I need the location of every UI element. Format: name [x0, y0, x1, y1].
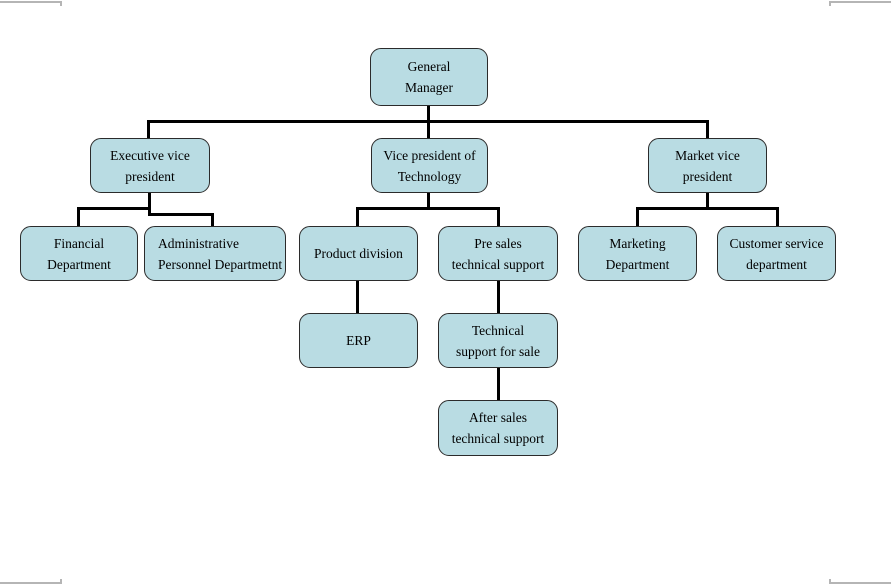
- connector-drop-mvp: [706, 120, 709, 138]
- connector-presales-techsupport: [497, 281, 500, 313]
- node-erp[interactable]: ERP: [299, 313, 418, 368]
- node-administrative-personnel-department[interactable]: Administrative Personnel Departmetnt: [144, 226, 286, 281]
- connector-drop-financial: [77, 207, 80, 226]
- connector-vpt-down: [427, 193, 430, 210]
- cropmark-top-left-tick: [60, 1, 62, 6]
- node-pre-sales-technical-support[interactable]: Pre sales technical support: [438, 226, 558, 281]
- node-product-division[interactable]: Product division: [299, 226, 418, 281]
- node-label: After sales: [468, 410, 528, 425]
- connector-evp-left-h: [77, 207, 151, 210]
- connector-drop-customer: [776, 207, 779, 226]
- node-after-sales-technical-support[interactable]: After sales technical support: [438, 400, 558, 456]
- connector-mvp-down: [706, 193, 709, 210]
- node-label: Vice president of: [383, 147, 476, 163]
- node-label: Technical: [471, 322, 525, 338]
- node-label: Market vice: [675, 147, 740, 163]
- connector-drop-product: [356, 207, 359, 226]
- node-label: department: [746, 256, 807, 272]
- node-customer-service-department[interactable]: Customer service department: [717, 226, 836, 281]
- node-label: Technology: [397, 168, 462, 184]
- node-technical-support-for-sale[interactable]: Technical support for sale: [438, 313, 558, 368]
- cropmark-bottom-right: [829, 582, 891, 584]
- connector-mvp-bus: [636, 207, 779, 210]
- connector-drop-marketing: [636, 207, 639, 226]
- node-label: Department: [605, 256, 670, 272]
- cropmark-top-right-tick: [829, 1, 831, 6]
- connector-drop-admin: [211, 213, 214, 226]
- node-executive-vice-president[interactable]: Executive vice president: [90, 138, 210, 193]
- node-label: Department: [47, 256, 111, 272]
- cropmark-top-right: [829, 1, 891, 3]
- node-general-manager[interactable]: General Manager: [370, 48, 488, 106]
- node-label: Executive vice: [110, 147, 190, 163]
- node-label: ERP: [346, 333, 371, 348]
- node-financial-department[interactable]: Financial Department: [20, 226, 138, 281]
- cropmark-bottom-right-tick: [829, 579, 831, 584]
- connector-evp-down: [148, 193, 151, 216]
- cropmark-bottom-left-tick: [60, 579, 62, 584]
- node-label: Manager: [405, 80, 453, 95]
- node-label: support for sale: [456, 343, 540, 359]
- node-label: Product division: [314, 246, 403, 261]
- node-vice-president-of-technology[interactable]: Vice president of Technology: [371, 138, 488, 193]
- node-label: Administrative: [158, 235, 239, 251]
- connector-drop-evp: [147, 120, 150, 138]
- node-label: president: [125, 168, 175, 184]
- node-label: president: [682, 168, 733, 184]
- node-market-vice-president[interactable]: Market vice president: [648, 138, 767, 193]
- node-label: technical support: [451, 256, 545, 272]
- connector-drop-vpt: [427, 120, 430, 138]
- connector-drop-presales: [497, 207, 500, 226]
- connector-vpt-bus: [356, 207, 500, 210]
- node-label: General: [407, 59, 451, 74]
- node-marketing-department[interactable]: Marketing Department: [578, 226, 697, 281]
- node-label: Marketing: [609, 235, 666, 251]
- node-label: Pre sales: [474, 235, 522, 251]
- node-label: Customer service: [729, 235, 824, 251]
- connector-evp-right-h: [148, 213, 214, 216]
- connector-product-erp: [356, 281, 359, 313]
- cropmark-bottom-left: [0, 582, 62, 584]
- connector-techsupport-aftersales: [497, 368, 500, 400]
- node-label: Financial: [53, 235, 105, 251]
- node-label: technical support: [451, 431, 545, 446]
- connector-gm-down: [427, 106, 430, 122]
- cropmark-top-left: [0, 1, 62, 3]
- node-label: Personnel Departmetnt: [158, 256, 283, 272]
